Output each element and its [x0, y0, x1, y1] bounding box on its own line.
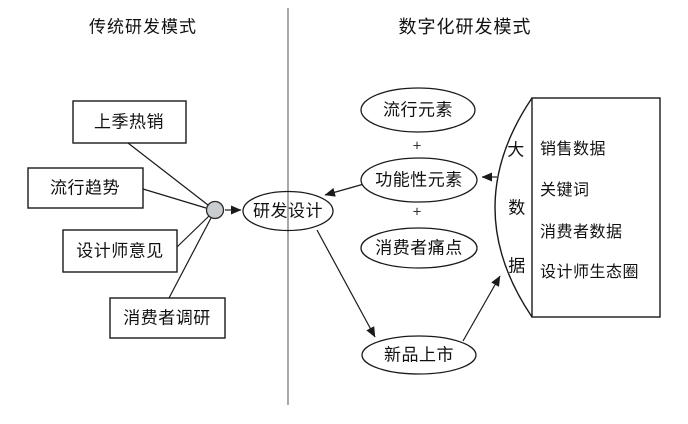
plus-sign-bottom: +	[412, 203, 422, 221]
big-data-item-consumer-data: 消费者数据	[540, 224, 623, 241]
arrow-new-product-launch-to-big-data	[462, 275, 501, 342]
box-consumer-research	[109, 297, 226, 339]
new-product-launch-label: 新品上市	[384, 345, 454, 365]
ellipse-fashion-elements	[360, 87, 476, 133]
arrow-functional-elements-to-rd-design	[324, 183, 365, 197]
functional-elements-label: 功能性元素	[375, 170, 463, 190]
ellipse-rd-design	[242, 190, 334, 232]
fashion-elements-label: 流行元素	[383, 100, 453, 120]
connector-opinions-to-junction	[176, 215, 210, 248]
ellipse-consumer-pain-points	[360, 227, 478, 269]
box-last-season-bestsellers-label: 上季热销	[94, 112, 164, 132]
right-panel-title: 数字化研发模式	[398, 17, 532, 37]
box-consumer-research-label: 消费者调研	[123, 308, 211, 328]
rd-design-label: 研发设计	[253, 201, 323, 221]
big-data-item-keywords: 关键词	[540, 182, 590, 199]
consumer-pain-points-label: 消费者痛点	[375, 238, 463, 258]
left-panel-title: 传统研发模式	[89, 17, 197, 37]
box-fashion-trends-label: 流行趋势	[50, 178, 120, 198]
connector-research-to-junction	[168, 217, 212, 299]
box-last-season-bestsellers	[72, 100, 187, 144]
connector-trends-to-junction	[142, 188, 207, 209]
ellipse-new-product-launch	[361, 335, 477, 375]
box-fashion-trends	[27, 167, 144, 209]
connector-bestsellers-to-junction	[127, 142, 209, 206]
plus-sign-top: +	[412, 137, 422, 155]
big-data-brace-arc	[494, 97, 533, 318]
box-designer-opinions-label: 设计师意见	[76, 241, 164, 261]
big-data-char-shu: 数	[508, 198, 526, 218]
big-data-char-ju: 据	[508, 256, 526, 276]
big-data-item-designer-ecosystem: 设计师生态圈	[540, 264, 640, 281]
big-data-item-sales-data: 销售数据	[540, 141, 607, 158]
junction-dot	[205, 200, 225, 220]
arrow-rd-design-to-new-product-launch	[316, 229, 376, 338]
ellipse-functional-elements	[360, 157, 478, 203]
big-data-char-da: 大	[507, 140, 525, 160]
box-designer-opinions	[62, 229, 178, 273]
big-data-items-box	[531, 97, 661, 318]
